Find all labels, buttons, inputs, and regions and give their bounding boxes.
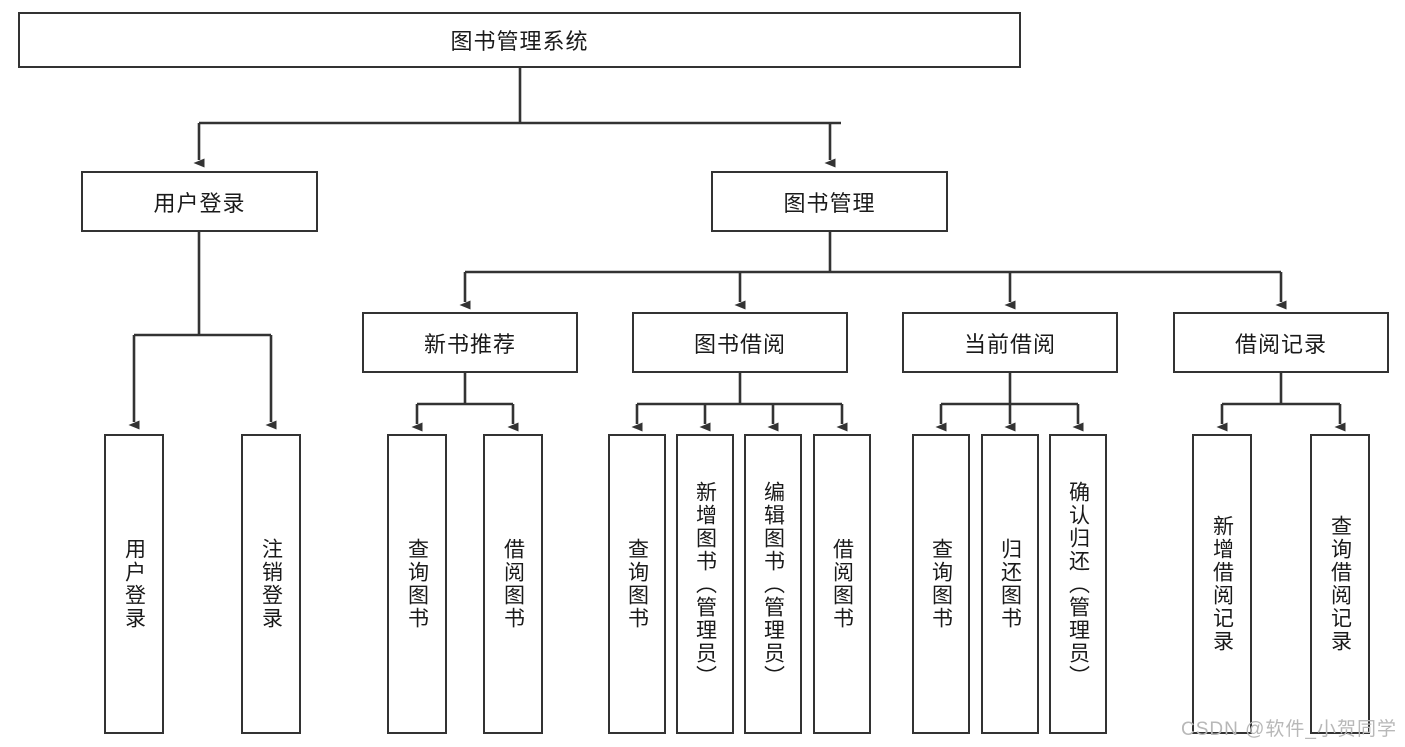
node-label: 借阅图书 — [830, 538, 854, 630]
leaf-borrow-book-recommend[interactable]: 借阅图书 — [483, 434, 543, 734]
leaf-borrow-book[interactable]: 借阅图书 — [813, 434, 871, 734]
node-new-book-recommend[interactable]: 新书推荐 — [362, 312, 578, 373]
node-label: 注销登录 — [259, 538, 283, 630]
leaf-edit-book[interactable]: 编辑图书（管理员） — [744, 434, 802, 734]
node-label: 归还图书 — [998, 538, 1022, 630]
leaf-query-borrow-record[interactable]: 查询借阅记录 — [1310, 434, 1370, 734]
leaf-add-book[interactable]: 新增图书（管理员） — [676, 434, 734, 734]
node-label: 查询借阅记录 — [1328, 515, 1352, 653]
leaf-logout-login[interactable]: 注销登录 — [241, 434, 301, 734]
node-book-management[interactable]: 图书管理 — [711, 171, 948, 232]
node-user-login[interactable]: 用户登录 — [81, 171, 318, 232]
node-label: 确认归还（管理员） — [1066, 480, 1090, 688]
node-label: 查询图书 — [929, 538, 953, 630]
node-label: 用户登录 — [122, 538, 146, 630]
node-label: 图书借阅 — [693, 331, 786, 357]
node-label: 用户登录 — [153, 190, 246, 216]
node-book-management-system[interactable]: 图书管理系统 — [18, 12, 1021, 68]
node-label: 查询图书 — [405, 538, 429, 630]
node-label: 图书管理系统 — [450, 29, 589, 54]
node-label: 借阅图书 — [501, 538, 525, 630]
node-label: 图书管理 — [783, 190, 876, 216]
node-label: 编辑图书（管理员） — [761, 480, 785, 688]
watermark: CSDN @软件_小贺同学 — [1181, 719, 1397, 740]
leaf-query-book-current[interactable]: 查询图书 — [912, 434, 970, 734]
node-label: 借阅记录 — [1234, 331, 1327, 357]
leaf-confirm-return[interactable]: 确认归还（管理员） — [1049, 434, 1107, 734]
node-borrow-record[interactable]: 借阅记录 — [1173, 312, 1389, 373]
leaf-add-borrow-record[interactable]: 新增借阅记录 — [1192, 434, 1252, 734]
node-label: 当前借阅 — [963, 331, 1056, 357]
node-label: 新增借阅记录 — [1210, 515, 1234, 653]
node-book-borrow[interactable]: 图书借阅 — [632, 312, 848, 373]
node-current-borrow[interactable]: 当前借阅 — [902, 312, 1118, 373]
leaf-query-book-borrow[interactable]: 查询图书 — [608, 434, 666, 734]
leaf-query-book-recommend[interactable]: 查询图书 — [387, 434, 447, 734]
leaf-return-book[interactable]: 归还图书 — [981, 434, 1039, 734]
node-label: 新书推荐 — [423, 331, 516, 357]
node-label: 新增图书（管理员） — [693, 480, 717, 688]
leaf-user-login[interactable]: 用户登录 — [104, 434, 164, 734]
node-label: 查询图书 — [625, 538, 649, 630]
